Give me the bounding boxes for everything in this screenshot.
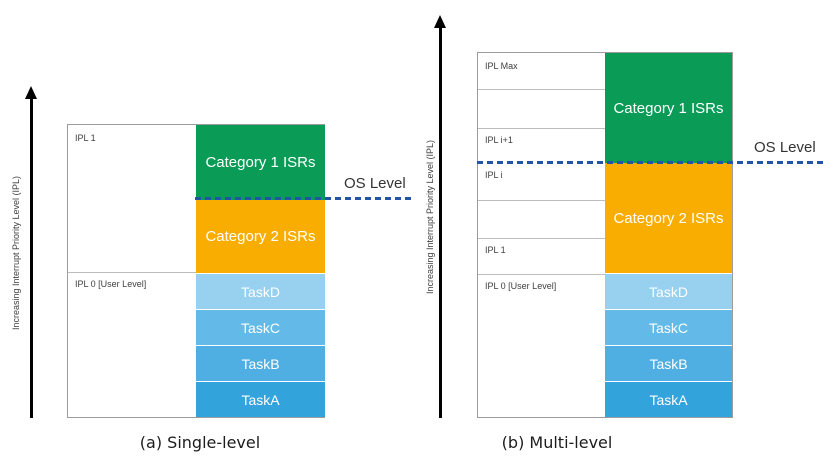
category1-isrs-block-a: Category 1 ISRs xyxy=(196,125,325,200)
os-level-label-a: OS Level xyxy=(344,175,406,192)
ipl-i-label-b: IPL i xyxy=(485,170,503,180)
stack-column-b: Category 1 ISRs Category 2 ISRs TaskD Ta… xyxy=(605,53,732,417)
os-level-line-a xyxy=(195,197,415,200)
axis-arrow-head-b xyxy=(434,15,446,28)
ipl-0-label-b: IPL 0 [User Level] xyxy=(485,281,557,291)
task-b-block-a: TaskB xyxy=(196,345,325,381)
row-divider-b1 xyxy=(478,89,605,90)
row-divider-b3 xyxy=(478,200,605,201)
task-b-block-b: TaskB xyxy=(605,345,732,381)
row-divider-b5 xyxy=(478,274,605,275)
category2-isrs-block-b: Category 2 ISRs xyxy=(605,163,732,273)
ipl0-divider-a xyxy=(68,272,196,273)
task-d-block-a: TaskD xyxy=(196,273,325,309)
caption-b: (b) Multi-level xyxy=(501,433,613,452)
task-c-block-b: TaskC xyxy=(605,309,732,345)
ipl-i1-label-b: IPL i+1 xyxy=(485,135,513,145)
axis-arrow-line-a xyxy=(30,97,33,418)
axis-title-a: Increasing Interrupt Priority Level (IPL… xyxy=(11,175,21,331)
ipl-1-label-b: IPL 1 xyxy=(485,245,506,255)
ipl-0-label-a: IPL 0 [User Level] xyxy=(75,279,147,289)
category2-isrs-block-a: Category 2 ISRs xyxy=(196,200,325,273)
os-level-line-b xyxy=(477,161,823,164)
task-c-block-a: TaskC xyxy=(196,309,325,345)
axis-title-b: Increasing Interrupt Priority Level (IPL… xyxy=(425,139,435,295)
axis-arrow-line-b xyxy=(439,26,442,418)
ipl-max-label-b: IPL Max xyxy=(485,61,518,71)
diagram-box-a: IPL 1 IPL 0 [User Level] Category 1 ISRs… xyxy=(67,124,325,418)
axis-arrow-head-a xyxy=(25,86,37,99)
task-a-block-a: TaskA xyxy=(196,381,325,417)
task-d-block-b: TaskD xyxy=(605,273,732,309)
stack-column-a: Category 1 ISRs Category 2 ISRs TaskD Ta… xyxy=(196,125,325,417)
os-level-label-b: OS Level xyxy=(754,139,816,156)
caption-a: (a) Single-level xyxy=(139,433,261,452)
task-a-block-b: TaskA xyxy=(605,381,732,417)
row-divider-b4 xyxy=(478,238,605,239)
diagram-box-b: IPL Max IPL i+1 IPL i IPL 1 IPL 0 [User … xyxy=(477,52,733,418)
row-divider-b2 xyxy=(478,128,605,129)
ipl-1-label-a: IPL 1 xyxy=(75,133,96,143)
category1-isrs-block-b: Category 1 ISRs xyxy=(605,53,732,163)
